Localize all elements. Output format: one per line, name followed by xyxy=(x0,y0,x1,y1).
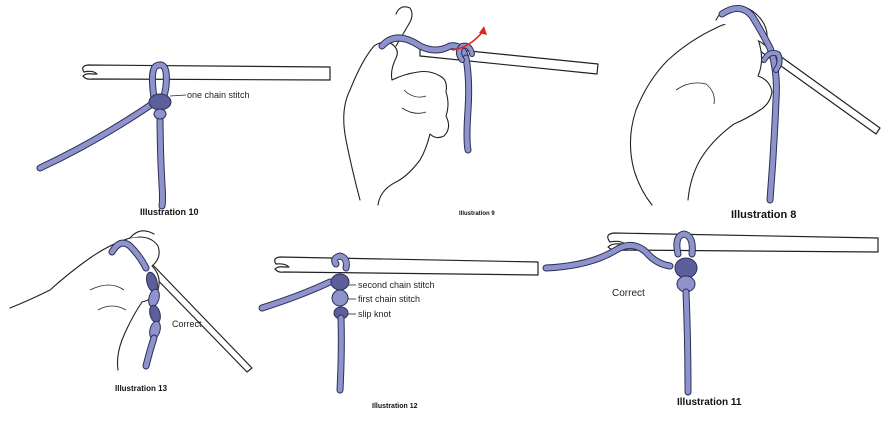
yarn-strand xyxy=(40,65,171,206)
hand xyxy=(344,42,449,205)
label-correct-13: Correct xyxy=(172,319,202,329)
label-slip-knot: slip knot xyxy=(358,309,392,319)
crochet-hook xyxy=(275,257,538,275)
yarn-chain xyxy=(262,256,349,390)
caption-illustration-12: Illustration 12 xyxy=(372,403,418,410)
caption-illustration-10: Illustration 10 xyxy=(140,207,199,217)
caption-illustration-13: Illustration 13 xyxy=(115,384,167,393)
label-correct-11: Correct xyxy=(612,288,645,299)
yarn-chain xyxy=(546,234,697,392)
leader-line xyxy=(170,95,186,96)
illustration-9 xyxy=(344,7,598,205)
label-first-chain-stitch: first chain stitch xyxy=(358,294,420,304)
label-one-chain-stitch: one chain stitch xyxy=(187,90,250,100)
crochet-hook xyxy=(146,262,252,372)
crochet-hook xyxy=(83,65,330,80)
illustration-10: one chain stitch xyxy=(40,65,330,206)
crochet-hook xyxy=(608,233,878,252)
illustration-12: second chain stitch first chain stitch s… xyxy=(262,256,538,390)
illustration-13: Correct xyxy=(10,231,252,372)
hand xyxy=(630,23,772,205)
caption-illustration-11: Illustration 11 xyxy=(677,397,741,408)
illustration-11: Correct xyxy=(546,233,878,392)
label-second-chain-stitch: second chain stitch xyxy=(358,280,435,290)
caption-illustration-8: Illustration 8 xyxy=(731,209,796,221)
caption-illustration-9: Illustration 9 xyxy=(459,211,495,217)
illustration-8 xyxy=(630,6,880,205)
